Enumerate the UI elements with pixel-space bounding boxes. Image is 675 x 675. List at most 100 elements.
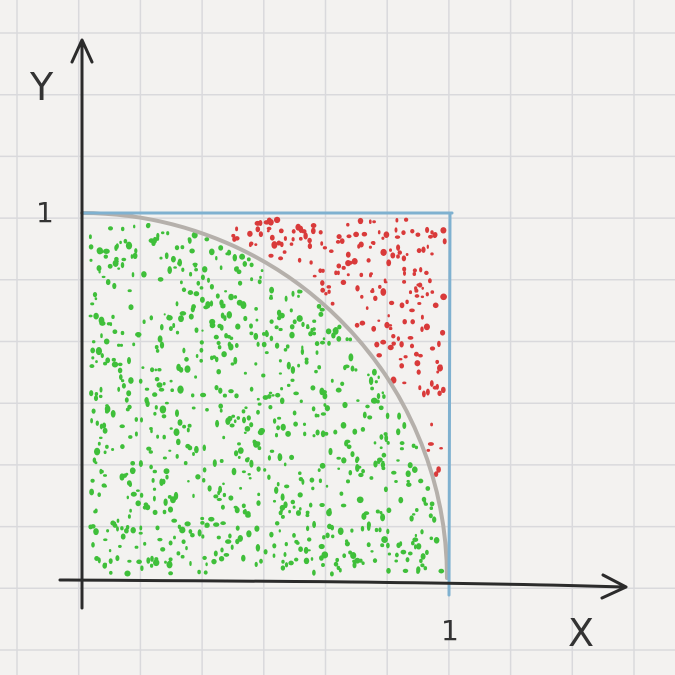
inside-point <box>307 549 311 552</box>
inside-point <box>111 357 116 362</box>
inside-point <box>148 450 153 454</box>
outside-point <box>440 329 446 336</box>
outside-point <box>320 280 325 286</box>
y-axis-label: Y <box>29 65 54 109</box>
inside-point <box>159 341 165 349</box>
outside-point <box>426 448 431 452</box>
inside-point <box>242 260 248 267</box>
inside-point <box>130 254 134 259</box>
inside-point <box>243 315 248 322</box>
inside-point <box>352 561 357 569</box>
outside-point <box>320 241 324 246</box>
inside-point <box>300 348 305 355</box>
inside-point <box>377 459 381 465</box>
inside-point <box>286 361 291 370</box>
inside-point <box>134 417 139 422</box>
inside-point <box>320 430 326 438</box>
inside-point <box>322 535 326 540</box>
inside-point <box>358 472 364 478</box>
inside-point <box>218 555 225 562</box>
inside-point <box>149 464 153 470</box>
inside-point <box>224 290 228 293</box>
inside-point <box>245 510 251 518</box>
inside-point <box>380 543 385 548</box>
outside-point <box>318 268 323 274</box>
inside-point <box>285 430 291 437</box>
inside-point <box>88 524 93 530</box>
inside-point <box>207 485 212 492</box>
inside-point <box>201 329 204 332</box>
outside-point <box>377 230 381 235</box>
inside-point <box>228 495 234 501</box>
inside-point <box>257 279 262 285</box>
inside-point <box>290 366 296 374</box>
inside-point <box>97 441 101 446</box>
inside-point <box>222 435 226 440</box>
inside-point <box>217 345 222 350</box>
inside-point <box>102 562 108 566</box>
inside-point <box>128 435 133 439</box>
inside-point <box>305 325 310 330</box>
inside-point <box>226 311 233 319</box>
inside-point <box>386 567 391 574</box>
inside-point <box>128 481 133 487</box>
inside-point <box>102 422 107 429</box>
inside-point <box>91 408 96 414</box>
outside-point <box>425 388 430 396</box>
inside-point <box>139 492 144 498</box>
outside-point <box>291 229 296 234</box>
inside-point <box>284 484 290 489</box>
inside-point <box>194 445 199 454</box>
inside-point <box>385 412 390 419</box>
outside-point <box>418 353 423 358</box>
outside-point <box>377 319 381 322</box>
outside-point <box>426 244 429 249</box>
inside-point <box>94 461 98 465</box>
outside-point <box>289 242 294 246</box>
inside-point <box>338 568 342 573</box>
inside-point <box>166 560 173 569</box>
inside-point <box>103 338 110 345</box>
outside-point <box>389 248 392 252</box>
inside-point <box>249 262 254 268</box>
inside-point <box>329 571 334 577</box>
inside-point <box>179 311 187 316</box>
outside-point <box>394 235 401 239</box>
inside-point <box>168 326 173 332</box>
inside-point <box>167 494 172 499</box>
inside-point <box>341 457 347 464</box>
inside-point <box>202 444 207 452</box>
inside-point <box>256 500 261 506</box>
inside-point <box>330 378 334 383</box>
inside-point <box>379 511 383 515</box>
inside-point <box>120 533 126 540</box>
inside-point <box>412 537 419 542</box>
inside-point <box>151 477 155 483</box>
inside-point <box>243 431 247 434</box>
inside-point <box>418 478 424 484</box>
inside-point <box>179 280 183 285</box>
outside-point <box>383 231 390 239</box>
outside-point <box>439 446 443 450</box>
inside-point <box>332 327 339 335</box>
outside-point <box>387 344 394 351</box>
inside-point <box>134 431 138 437</box>
inside-point <box>103 361 108 366</box>
inside-point <box>383 486 388 493</box>
inside-point <box>337 467 341 470</box>
inside-point <box>373 460 378 468</box>
inside-point <box>115 555 120 562</box>
inside-point <box>292 319 297 325</box>
inside-point <box>180 554 185 559</box>
inside-point <box>346 444 352 450</box>
outside-point <box>336 270 340 276</box>
outside-point <box>402 280 407 284</box>
inside-point <box>92 291 98 298</box>
inside-point <box>316 303 322 309</box>
inside-point <box>429 501 435 507</box>
inside-point <box>297 294 300 298</box>
outside-point <box>390 252 396 259</box>
inside-point <box>425 549 429 556</box>
inside-point <box>109 570 113 575</box>
inside-point <box>255 318 259 322</box>
